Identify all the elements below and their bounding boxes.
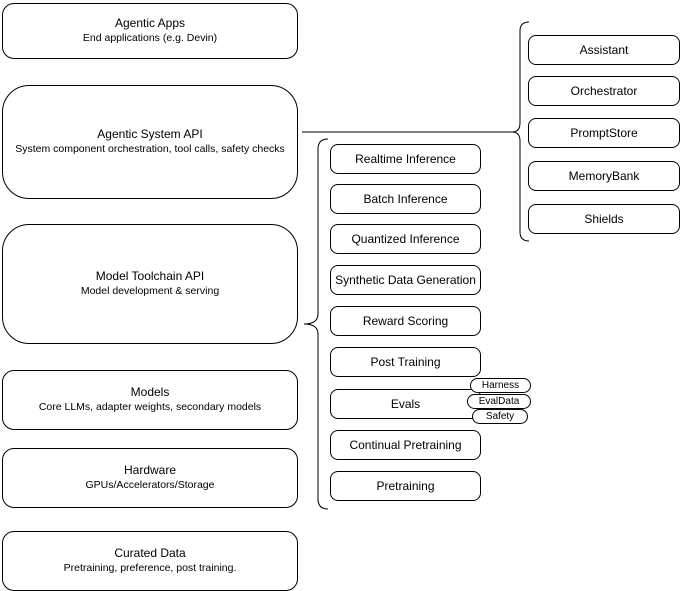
tag-safety: Safety <box>472 409 528 424</box>
box-agentic-apps: Agentic Apps End applications (e.g. Devi… <box>2 3 298 59</box>
box-hardware: Hardware GPUs/Accelerators/Storage <box>2 448 298 508</box>
node-quantized-inference: Quantized Inference <box>330 224 481 254</box>
box-title: Hardware <box>123 463 177 477</box>
box-curated-data: Curated Data Pretraining, preference, po… <box>2 531 298 591</box>
system-components-brace <box>511 21 530 242</box>
node-memorybank: MemoryBank <box>528 161 680 191</box>
box-subtitle: Core LLMs, adapter weights, secondary mo… <box>38 401 262 413</box>
box-subtitle: Model development & serving <box>80 285 220 297</box>
node-reward-scoring: Reward Scoring <box>330 306 481 336</box>
box-models: Models Core LLMs, adapter weights, secon… <box>2 370 298 430</box>
node-post-training: Post Training <box>330 347 481 377</box>
box-subtitle: GPUs/Accelerators/Storage <box>85 479 215 491</box>
node-evals: Evals <box>330 389 481 419</box>
box-title: Agentic Apps <box>114 16 186 30</box>
node-orchestrator: Orchestrator <box>528 76 680 106</box>
box-title: Agentic System API <box>97 127 203 141</box>
box-agentic-system-api: Agentic System API System component orch… <box>2 85 298 199</box>
box-subtitle: Pretraining, preference, post training. <box>63 562 237 574</box>
toolchain-components-brace <box>303 138 329 510</box>
box-title: Models <box>130 385 170 399</box>
node-promptstore: PromptStore <box>528 118 680 148</box>
node-pretraining: Pretraining <box>330 471 481 501</box>
node-batch-inference: Batch Inference <box>330 184 481 214</box>
node-realtime-inference: Realtime Inference <box>330 144 481 174</box>
node-synthetic-data-generation: Synthetic Data Generation <box>330 265 481 295</box>
box-title: Curated Data <box>114 546 186 560</box>
node-assistant: Assistant <box>528 35 680 65</box>
tag-harness: Harness <box>470 378 531 393</box>
tag-evaldata: EvalData <box>467 394 531 409</box>
node-shields: Shields <box>528 204 680 234</box>
box-subtitle: System component orchestration, tool cal… <box>15 143 285 155</box>
box-model-toolchain-api: Model Toolchain API Model development & … <box>2 224 298 344</box>
box-subtitle: End applications (e.g. Devin) <box>82 32 218 44</box>
node-continual-pretraining: Continual Pretraining <box>330 430 481 460</box>
box-title: Model Toolchain API <box>95 269 205 283</box>
